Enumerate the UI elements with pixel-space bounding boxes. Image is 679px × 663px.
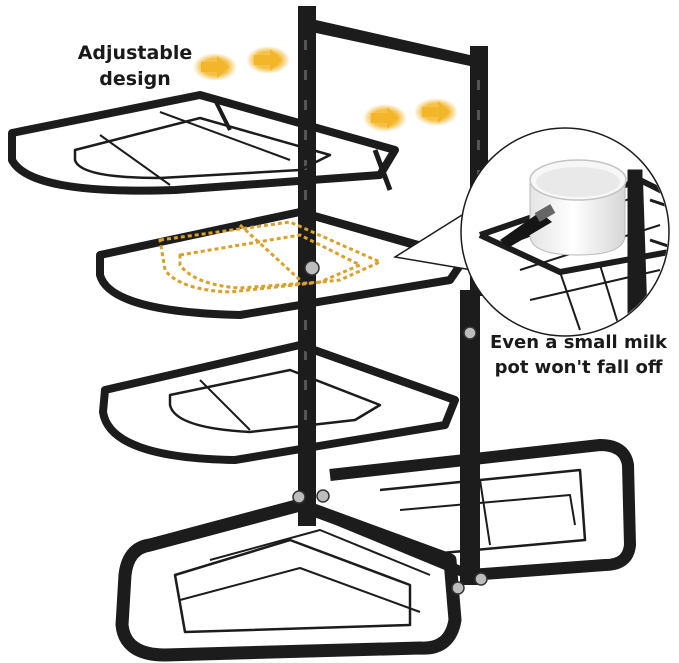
callout-adjustable-line1: Adjustable: [77, 42, 193, 64]
shelf-top: [8, 91, 399, 195]
callout-milk-line1: Even a small milk: [489, 332, 668, 353]
callout-milk-pot: Even a small milk pot won't fall off: [486, 330, 671, 380]
arrow-right-icon: [193, 46, 458, 132]
shelf-third: [99, 341, 459, 464]
screw-icon: [292, 260, 488, 595]
base-frame: [115, 439, 636, 662]
upright-posts: [298, 6, 488, 585]
zoom-callout: [392, 127, 670, 337]
milk-pot: [500, 159, 627, 256]
callout-adjustable-line2: design: [99, 68, 171, 90]
highlighted-wire-outline: [158, 220, 382, 294]
callout-adjustable-design: Adjustable design: [60, 40, 210, 92]
callout-milk-line2: pot won't fall off: [494, 357, 663, 378]
